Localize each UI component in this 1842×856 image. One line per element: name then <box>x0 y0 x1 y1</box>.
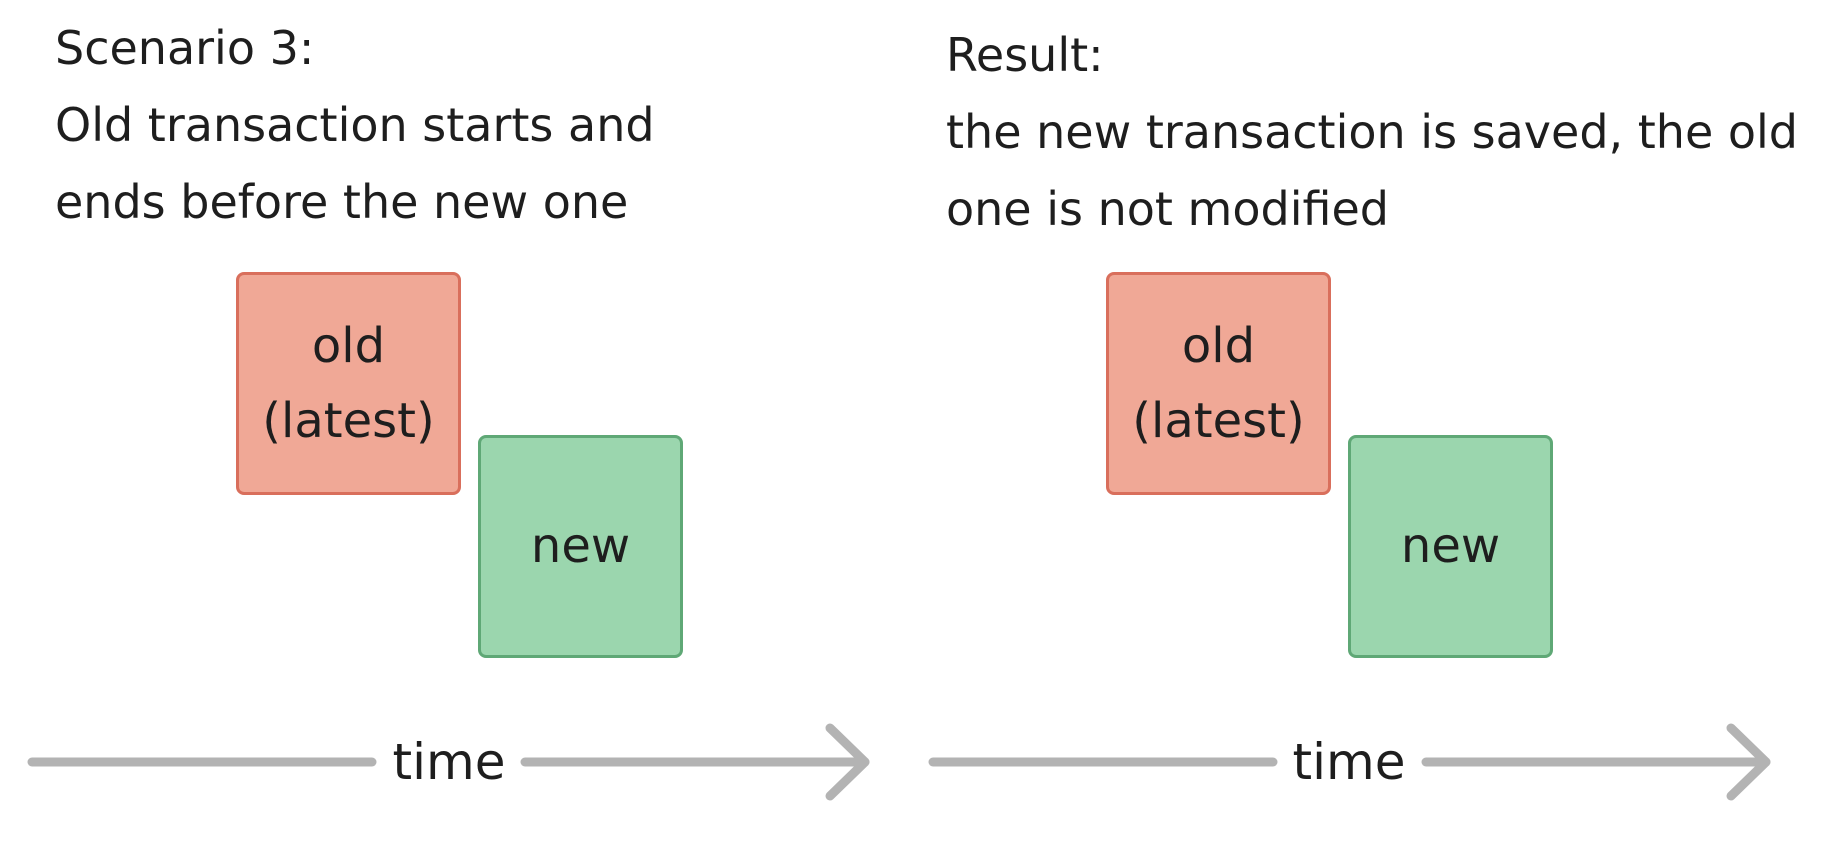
scenario-heading: Scenario 3: Old transaction starts and e… <box>55 10 655 241</box>
old-box-label: old <box>1181 317 1256 374</box>
scenario-panel: Scenario 3: Old transaction starts and e… <box>27 10 870 801</box>
new-box-label: new <box>1400 518 1501 574</box>
scenario-description-line-1: Old transaction starts and <box>55 98 655 152</box>
result-description-line-2: one is not modified <box>946 182 1389 236</box>
time-axis <box>928 723 1771 801</box>
old-box-label: old <box>311 317 386 374</box>
result-panel: Result: the new transaction is saved, th… <box>921 0 1842 856</box>
old-transaction-box: old (latest) <box>236 272 461 495</box>
old-box-sublabel: (latest) <box>1132 392 1305 449</box>
scenario-title: Scenario 3: <box>55 21 315 75</box>
old-transaction-box: old (latest) <box>1106 272 1331 495</box>
arrow-head-icon <box>1726 723 1771 801</box>
new-transaction-box: new <box>1348 435 1553 658</box>
scenario-description-line-2: ends before the new one <box>55 175 629 229</box>
time-axis-label: time <box>392 733 506 791</box>
time-axis-label: time <box>1292 733 1406 791</box>
new-transaction-box: new <box>478 435 683 658</box>
result-title: Result: <box>946 28 1104 82</box>
result-heading: Result: the new transaction is saved, th… <box>946 17 1798 248</box>
arrow-head-icon <box>825 723 870 801</box>
time-axis <box>27 723 870 801</box>
new-box-label: new <box>530 518 631 574</box>
result-description-line-1: the new transaction is saved, the old <box>946 105 1799 159</box>
old-box-sublabel: (latest) <box>262 392 435 449</box>
